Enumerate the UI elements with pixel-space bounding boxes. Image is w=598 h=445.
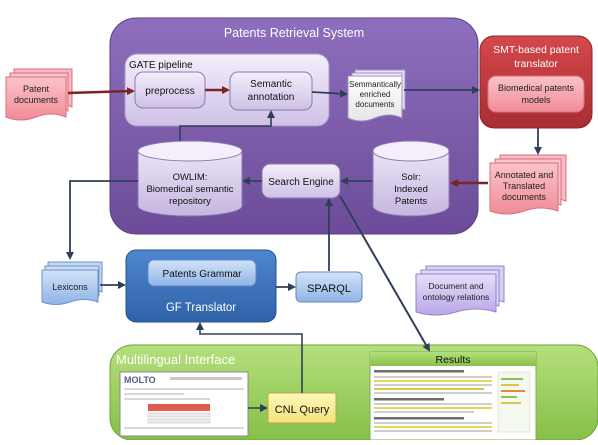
owlim-line-2: Biomedical semantic (146, 184, 233, 195)
arrow-patents-to-preprocess (67, 87, 135, 96)
molto-logo: MOLTO (124, 375, 156, 385)
arrow-annotation-to-enriched (311, 89, 348, 98)
annotated-translated-line-3: documents (502, 192, 547, 202)
retrieval-system-title: Patents Retrieval System (224, 26, 364, 40)
semantic-annotation-line-1: Semantic (250, 79, 292, 90)
cnl-query-box: CNL Query (267, 392, 337, 424)
smt-translator-title-line-1: SMT-based patent (493, 44, 579, 56)
arrow-search-to-results (339, 195, 431, 352)
arrow-cnl-to-gf (196, 322, 303, 393)
document-relations-line-2: ontology relations (423, 292, 490, 302)
solr-line-3: Patents (395, 196, 427, 207)
semantic-annotation-line-2: annotation (248, 92, 295, 103)
flow-arrows (66, 86, 542, 412)
annotated-translated-stack: Annotated and Translated documents (489, 154, 567, 215)
biomedical-models-line-2: models (521, 95, 551, 105)
enriched-documents-line-3: documents (355, 100, 394, 109)
arrow-owlim-to-lexicons (66, 180, 138, 260)
owlim-line-3: repository (169, 196, 211, 207)
biomedical-models-line-1: Biomedical patents (498, 83, 575, 93)
document-relations-stack: Document and ontology relations (415, 265, 505, 316)
biomedical-models-box: Biomedical patents models (487, 75, 585, 113)
results-text-lines (374, 370, 492, 432)
arrow-owlim-to-annotation (179, 110, 275, 141)
interface-screenshot: MOLTO (119, 371, 249, 437)
results-sidebar (497, 371, 531, 433)
sparql-box: SPARQL (295, 271, 363, 303)
lexicons-stack: Lexicons (41, 261, 103, 305)
document-relations-line-1: Document and (428, 281, 484, 291)
enriched-documents-line-2: enriched (360, 90, 391, 99)
smt-translator-title-line-2: translator (514, 58, 558, 70)
patents-grammar-box: Patents Grammar (147, 259, 257, 287)
annotated-translated-line-2: Translated (503, 181, 545, 191)
owlim-repository-cylinder: OWLIM: Biomedical semantic repository (137, 140, 243, 217)
solr-index-cylinder: Solr: Indexed Patents (372, 140, 450, 217)
gf-translator-title: GF Translator (166, 302, 236, 314)
lexicons-label: Lexicons (52, 282, 88, 292)
patent-documents-line-2: documents (14, 95, 59, 105)
search-engine-label: Search Engine (268, 177, 334, 188)
patent-documents-stack: Patent documents (5, 68, 73, 121)
search-engine-box: Search Engine (261, 163, 341, 199)
enriched-documents-stack: Semmantically enriched documents (347, 69, 406, 122)
solr-line-2: Indexed (394, 184, 428, 195)
multilingual-interface-title: Multilingual Interface (116, 352, 235, 367)
patent-documents-line-1: Patent (23, 84, 50, 94)
sparql-label: SPARQL (307, 283, 351, 295)
annotated-translated-line-1: Annotated and (495, 170, 554, 180)
solr-line-1: Solr: (401, 172, 421, 183)
preprocess-box: preprocess (134, 71, 206, 109)
results-title: Results (435, 354, 470, 366)
patents-grammar-label: Patents Grammar (163, 269, 243, 280)
enriched-documents-line-1: Semmantically (349, 80, 401, 89)
preprocess-label: preprocess (145, 86, 194, 97)
cnl-query-label: CNL Query (275, 404, 330, 416)
owlim-line-1: OWLIM: (173, 172, 208, 183)
results-panel: Results (369, 351, 537, 441)
semantic-annotation-box: Semantic annotation (229, 71, 313, 111)
gate-pipeline-title: GATE pipeline (129, 60, 193, 71)
